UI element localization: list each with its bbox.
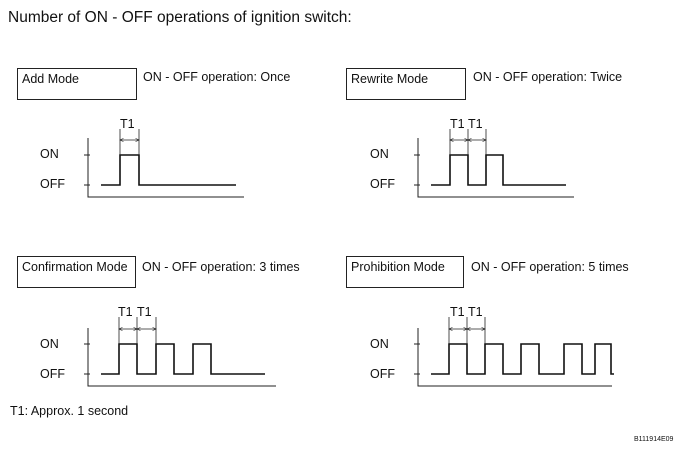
axis-line bbox=[417, 328, 612, 387]
operation-description: ON - OFF operation: Twice bbox=[473, 70, 623, 84]
on-level-label: ON bbox=[40, 337, 59, 351]
timing-chart-add-mode bbox=[84, 129, 244, 198]
mode-label-box: Prohibition Mode bbox=[346, 256, 464, 288]
figure-title: Number of ON - OFF operations of ignitio… bbox=[8, 9, 352, 26]
on-level-label: ON bbox=[370, 147, 389, 161]
mode-label-box: Rewrite Mode bbox=[346, 68, 466, 100]
timing-chart-prohibition-mode bbox=[414, 317, 614, 387]
off-level-label: OFF bbox=[370, 367, 395, 381]
interval-label: T1 bbox=[468, 117, 483, 131]
interval-label: T1 bbox=[137, 305, 152, 319]
interval-label: T1 bbox=[450, 305, 465, 319]
off-level-label: OFF bbox=[370, 177, 395, 191]
figure-code: B111914E09 bbox=[634, 436, 674, 443]
timing-chart-rewrite-mode bbox=[414, 129, 574, 198]
interval-label: T1 bbox=[118, 305, 133, 319]
mode-label-box: Confirmation Mode bbox=[17, 256, 136, 288]
signal-waveform bbox=[431, 154, 566, 186]
interval-label: T1 bbox=[450, 117, 465, 131]
signal-waveform bbox=[101, 343, 265, 375]
operation-description: ON - OFF operation: Once bbox=[143, 70, 291, 84]
mode-label-box: Add Mode bbox=[17, 68, 137, 100]
signal-waveform bbox=[101, 154, 236, 186]
axis-line bbox=[417, 138, 574, 198]
off-level-label: OFF bbox=[40, 367, 65, 381]
off-level-label: OFF bbox=[40, 177, 65, 191]
interval-label: T1 bbox=[120, 117, 135, 131]
interval-label: T1 bbox=[468, 305, 483, 319]
footnote: T1: Approx. 1 second bbox=[10, 404, 129, 418]
operation-description: ON - OFF operation: 3 times bbox=[142, 260, 300, 274]
operation-description: ON - OFF operation: 5 times bbox=[471, 260, 629, 274]
axis-line bbox=[87, 138, 244, 198]
timing-chart-confirmation-mode bbox=[84, 317, 276, 387]
axis-line bbox=[87, 328, 276, 387]
on-level-label: ON bbox=[370, 337, 389, 351]
on-level-label: ON bbox=[40, 147, 59, 161]
signal-waveform bbox=[431, 343, 614, 375]
